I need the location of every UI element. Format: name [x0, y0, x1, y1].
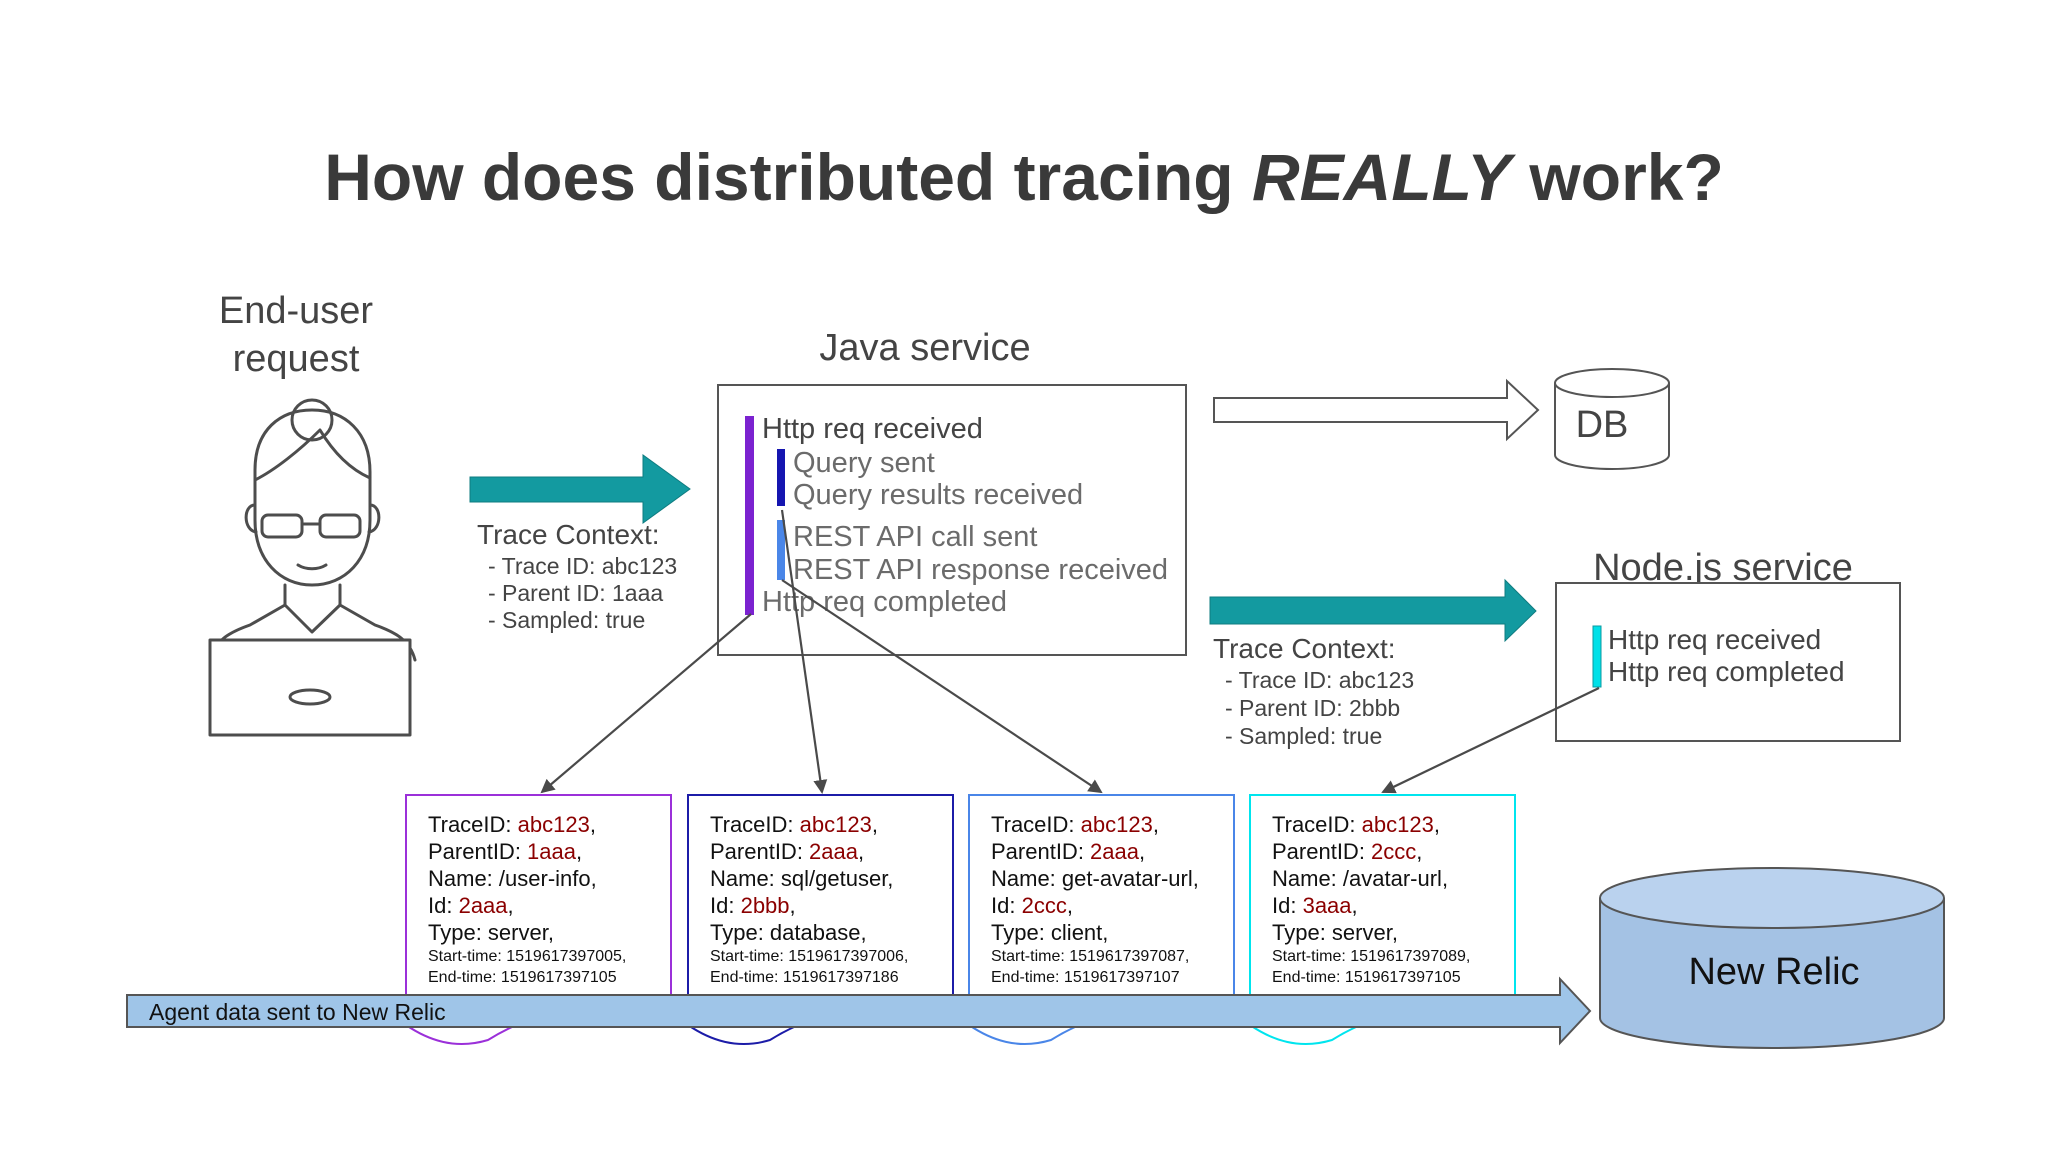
node-service-box [1555, 582, 1901, 742]
java-span-bar-rest [777, 520, 785, 580]
svg-text:Trace Context:: Trace Context: [477, 519, 660, 550]
svg-text:End-time: 1519617397186: End-time: 1519617397186 [710, 969, 899, 986]
svg-text:End-time: 1519617397105: End-time: 1519617397105 [1272, 969, 1461, 986]
node-span-bar [1592, 625, 1602, 688]
svg-text:Start-time: 1519617397087,: Start-time: 1519617397087, [991, 948, 1189, 965]
svg-text:- Sampled: true: - Sampled: true [1225, 723, 1382, 749]
svg-text:Id: 2bbb,: Id: 2bbb, [710, 893, 796, 918]
svg-text:Name: get-avatar-url,: Name: get-avatar-url, [991, 866, 1199, 891]
svg-text:Http req completed: Http req completed [762, 586, 1007, 618]
svg-text:ParentID: 2aaa,: ParentID: 2aaa, [710, 839, 864, 864]
svg-text:request: request [233, 338, 360, 380]
svg-text:Start-time: 1519617397006,: Start-time: 1519617397006, [710, 948, 908, 965]
svg-text:- Sampled: true: - Sampled: true [488, 607, 645, 633]
db-arrow [1213, 378, 1540, 442]
svg-text:Id: 3aaa,: Id: 3aaa, [1272, 893, 1358, 918]
svg-text:- Trace ID: abc123: - Trace ID: abc123 [488, 553, 677, 579]
svg-text:End-time: 1519617397107: End-time: 1519617397107 [991, 969, 1180, 986]
span-card-4: TraceID: abc123, ParentID: 2ccc, Name: /… [1249, 794, 1516, 1046]
svg-text:Type: server,: Type: server, [428, 920, 554, 945]
trace-context-2: Trace Context: - Trace ID: abc123 - Pare… [1213, 633, 1414, 749]
svg-text:Name: sql/getuser,: Name: sql/getuser, [710, 866, 893, 891]
agent-data-label: Agent data sent to New Relic [149, 999, 446, 1025]
agent-data-arrow [126, 976, 1592, 1046]
svg-text:TraceID: abc123,: TraceID: abc123, [1272, 812, 1440, 837]
svg-text:REST API response received: REST API response received [793, 554, 1168, 586]
svg-text:Start-time: 1519617397005,: Start-time: 1519617397005, [428, 948, 626, 965]
svg-text:ParentID: 1aaa,: ParentID: 1aaa, [428, 839, 582, 864]
span-card-2: TraceID: abc123, ParentID: 2aaa, Name: s… [687, 794, 954, 1046]
svg-text:REST API call sent: REST API call sent [793, 521, 1037, 553]
svg-text:Name: /user-info,: Name: /user-info, [428, 866, 597, 891]
user-at-laptop-icon [208, 398, 417, 737]
svg-text:ParentID: 2aaa,: ParentID: 2aaa, [991, 839, 1145, 864]
node-service-events: Http req received Http req completed [1608, 624, 1845, 687]
svg-text:- Parent ID: 1aaa: - Parent ID: 1aaa [488, 580, 663, 606]
svg-text:Name: /avatar-url,: Name: /avatar-url, [1272, 866, 1448, 891]
new-relic-cylinder-icon [1599, 867, 1945, 1049]
trace-context-1: Trace Context: - Trace ID: abc123 - Pare… [477, 519, 677, 633]
svg-text:Http req completed: Http req completed [1608, 656, 1845, 687]
svg-text:Http req received: Http req received [762, 413, 983, 445]
svg-text:- Parent ID: 2bbb: - Parent ID: 2bbb [1225, 695, 1400, 721]
svg-text:Query results received: Query results received [793, 479, 1083, 511]
svg-text:TraceID: abc123,: TraceID: abc123, [991, 812, 1159, 837]
span-card-1: TraceID: abc123, ParentID: 1aaa, Name: /… [405, 794, 672, 1046]
span-card-3: TraceID: abc123, ParentID: 2aaa, Name: g… [968, 794, 1235, 1046]
svg-text:ParentID: 2ccc,: ParentID: 2ccc, [1272, 839, 1422, 864]
svg-text:Http req received: Http req received [1608, 624, 1821, 655]
end-user-label: End-user request [219, 290, 374, 380]
new-relic-label: New Relic [1688, 951, 1859, 993]
svg-text:End-time: 1519617397105: End-time: 1519617397105 [428, 969, 617, 986]
span-connector-arrows [540, 509, 1600, 794]
request-arrow-2 [1209, 578, 1537, 643]
svg-text:Type: server,: Type: server, [1272, 920, 1398, 945]
svg-text:Type: database,: Type: database, [710, 920, 867, 945]
svg-text:Start-time: 1519617397089,: Start-time: 1519617397089, [1272, 948, 1470, 965]
svg-text:Trace Context:: Trace Context: [1213, 633, 1396, 664]
svg-text:Type: client,: Type: client, [991, 920, 1108, 945]
db-label: DB [1576, 404, 1629, 446]
svg-text:Id: 2ccc,: Id: 2ccc, [991, 893, 1073, 918]
svg-text:Id: 2aaa,: Id: 2aaa, [428, 893, 514, 918]
svg-text:TraceID: abc123,: TraceID: abc123, [428, 812, 596, 837]
java-service-title: Java service [819, 327, 1030, 369]
java-span-bar-http [745, 416, 754, 615]
svg-text:- Trace ID: abc123: - Trace ID: abc123 [1225, 667, 1414, 693]
span-documents: TraceID: abc123, ParentID: 1aaa, Name: /… [405, 794, 1516, 1046]
page-title: How does distributed tracing REALLY work… [324, 140, 1724, 214]
svg-text:TraceID: abc123,: TraceID: abc123, [710, 812, 878, 837]
java-service-events: Http req received Query sent Query resul… [762, 413, 1168, 618]
java-span-bar-query [777, 449, 785, 506]
database-cylinder-icon [1554, 368, 1670, 470]
svg-text:Query sent: Query sent [793, 447, 935, 479]
svg-text:End-user: End-user [219, 290, 374, 332]
request-arrow-1 [469, 454, 691, 524]
